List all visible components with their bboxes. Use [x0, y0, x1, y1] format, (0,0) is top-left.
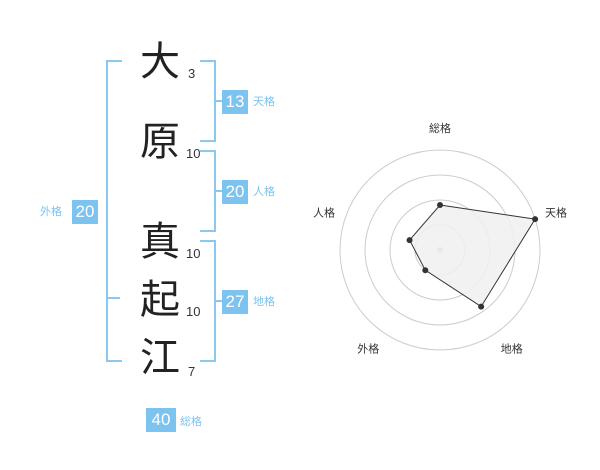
gaikaku-label: 外格 [40, 205, 62, 218]
gaikaku-bracket [106, 60, 122, 362]
tenkaku-bracket-connector [216, 100, 222, 102]
radar-ring [339, 149, 541, 351]
name-char-2: 原 [140, 119, 180, 165]
gaikaku-bracket-divider [106, 297, 120, 299]
tenkaku-value: 13 [222, 90, 248, 114]
radar-axis-label-tenkaku: 天格 [545, 205, 567, 219]
radar-axis-label-chikaku: 地格 [501, 342, 523, 356]
radar-polygon [408, 204, 536, 308]
stroke-count-1: 3 [188, 66, 196, 81]
chikaku-bracket-connector [216, 300, 222, 302]
radar-axis-label-soukaku: 総格 [429, 121, 451, 135]
chikaku-bracket [200, 240, 216, 362]
radar-axis-label-gaikaku: 外格 [357, 342, 379, 356]
tenkaku-bracket [200, 60, 216, 142]
stroke-count-4: 10 [186, 304, 201, 319]
radar-point-soukaku [437, 202, 443, 208]
stroke-count-2: 10 [186, 146, 201, 161]
radar-point-jinkaku [406, 237, 413, 244]
soukaku-value: 40 [146, 408, 176, 432]
name-char-5: 江 [140, 335, 180, 381]
name-char-4: 起 [140, 277, 180, 323]
name-char-3: 真 [140, 219, 180, 265]
name-char-1: 大 [140, 39, 180, 85]
chikaku-value: 27 [222, 290, 248, 314]
chikaku-label: 地格 [253, 295, 275, 308]
radar-axis-label-jinkaku: 人格 [313, 205, 335, 219]
soukaku-label: 総格 [180, 415, 202, 428]
stroke-count-5: 7 [188, 364, 196, 379]
stroke-count-3: 10 [186, 246, 201, 261]
tenkaku-label: 天格 [253, 95, 275, 108]
gaikaku-value: 20 [72, 200, 98, 224]
radar-point-chikaku [478, 303, 485, 310]
radar-point-gaikaku [422, 267, 429, 274]
jinkaku-label: 人格 [253, 185, 275, 198]
jinkaku-value: 20 [222, 180, 248, 204]
jinkaku-bracket-connector [216, 190, 222, 192]
radar-point-tenkaku [532, 216, 539, 223]
jinkaku-bracket [200, 150, 216, 232]
